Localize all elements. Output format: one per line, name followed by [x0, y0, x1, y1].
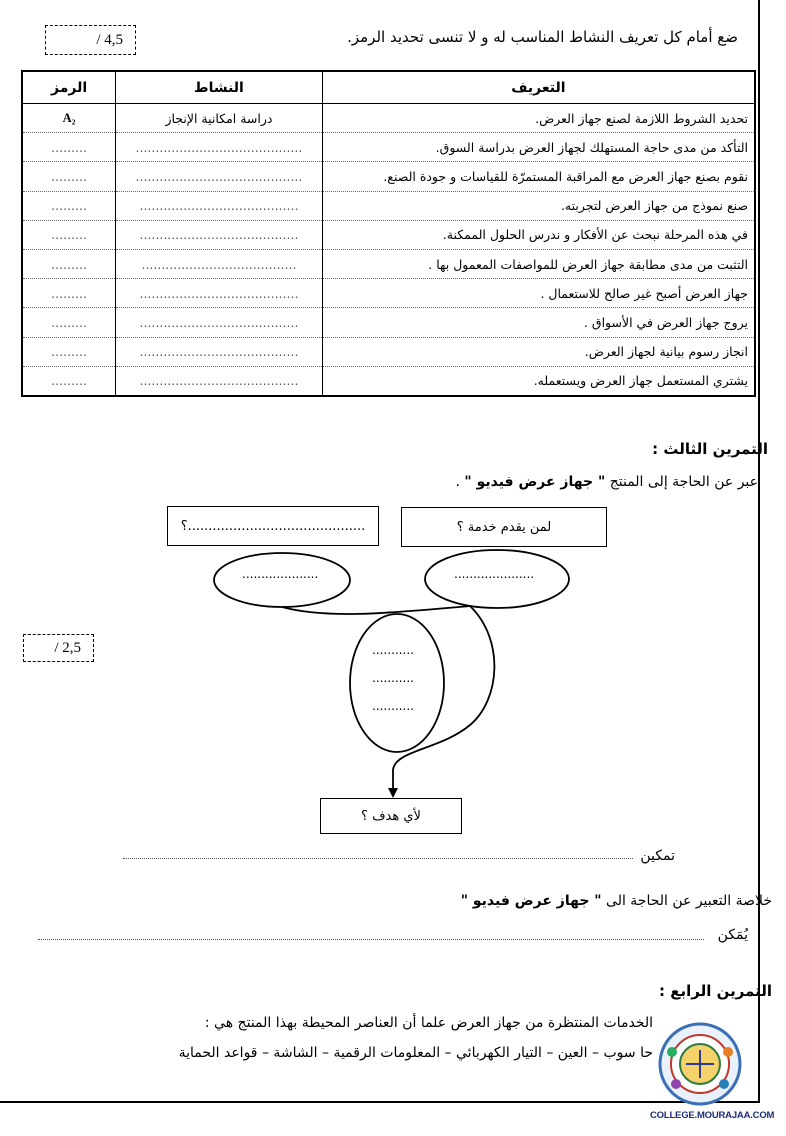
cell-definition: يشتري المستعمل جهاز العرض ويستعمله.	[321, 366, 756, 397]
page-frame-right	[758, 0, 760, 1103]
cell-definition: تحديد الشروط اللازمة لصنع جهاز العرض.	[321, 103, 756, 134]
exercise4-line2: حا سوب – العين – التيار الكهربائي – المع…	[178, 1045, 653, 1061]
header-definition: التعريف	[321, 70, 756, 104]
prompt-prefix: عبر عن الحاجة إلى المنتج	[609, 474, 758, 490]
table-row: التأكد من مدى حاجة المستهلك لجهاز العرض …	[21, 132, 756, 163]
ellipse-right-text: .....................	[454, 567, 535, 581]
cell-activity[interactable]: ........................................	[115, 307, 323, 338]
cell-definition: يروج جهاز العرض في الأسواق .	[321, 307, 756, 338]
exercise3-title: التمرين الثالث :	[652, 440, 768, 458]
score-box-mid: / 2,5	[23, 634, 94, 662]
answer-label: تمكين	[640, 848, 675, 864]
cell-activity[interactable]: ........................................…	[115, 161, 323, 192]
logo-globe-icon	[658, 1022, 742, 1106]
box-purpose: لأي هدف ؟	[320, 798, 462, 834]
logo-caption: COLLEGE.MOURAJAA.COM	[650, 1110, 775, 1121]
ellipse-left-text: ....................	[242, 567, 319, 581]
box-left-text: ........................................…	[180, 518, 366, 534]
score-text: / 4,5	[96, 31, 123, 48]
prompt-product: " جهاز عرض فيديو "	[464, 474, 606, 490]
cell-symbol[interactable]: .........	[21, 132, 117, 163]
cell-activity[interactable]: .......................................	[115, 249, 323, 280]
instruction: ضع أمام كل تعريف النشاط المناسب له و لا …	[347, 28, 738, 46]
exercise4-line1: الخدمات المنتظرة من جهاز العرض علما أن ا…	[204, 1015, 653, 1031]
cell-activity[interactable]: ........................................	[115, 337, 323, 367]
cell-symbol[interactable]: .........	[21, 337, 117, 367]
center-line-1: ...........	[372, 643, 414, 657]
cell-symbol: A₂	[21, 103, 117, 134]
cell-definition: نقوم بصنع جهاز العرض مع المراقبة المستمر…	[321, 161, 756, 192]
header-symbol: الرمز	[21, 70, 117, 104]
summary-text: خلاصة التعبير عن الحاجة الى " جهاز عرض ف…	[461, 893, 772, 909]
center-line-2: ...........	[372, 671, 414, 685]
summary-line[interactable]	[38, 939, 704, 940]
summary-prefix: خلاصة التعبير عن الحاجة الى	[606, 893, 772, 909]
cell-activity[interactable]: ........................................	[115, 278, 323, 309]
cell-definition: انجاز رسوم بيانية لجهاز العرض.	[321, 337, 756, 367]
ellipse-center	[349, 613, 445, 753]
cell-definition: صنع نموذج من جهاز العرض لتجربته.	[321, 191, 756, 221]
score-box-top: / 4,5	[45, 25, 136, 55]
connector-arrow-line	[392, 605, 496, 790]
cell-definition: التأكد من مدى حاجة المستهلك لجهاز العرض …	[321, 132, 756, 163]
answer-line[interactable]	[123, 858, 633, 859]
cell-symbol[interactable]: .........	[21, 249, 117, 280]
page-frame-bottom	[0, 1101, 760, 1103]
prompt-suffix: .	[455, 474, 460, 490]
table-row: يشتري المستعمل جهاز العرض ويستعمله......…	[21, 366, 756, 397]
connector-curve	[281, 605, 471, 615]
score-mid-text: / 2,5	[54, 639, 81, 656]
cell-symbol[interactable]: .........	[21, 191, 117, 221]
cell-activity[interactable]: ........................................	[115, 191, 323, 221]
summary-product: " جهاز عرض فيديو "	[460, 893, 602, 909]
cell-symbol[interactable]: .........	[21, 366, 117, 397]
table-row: يروج جهاز العرض في الأسواق .............…	[21, 307, 756, 338]
cell-definition: التثبت من مدى مطابقة جهاز العرض للمواصفا…	[321, 249, 756, 280]
cell-definition: جهاز العرض أصبح غير صالح للاستعمال .	[321, 278, 756, 309]
center-line-3: ...........	[372, 699, 414, 713]
cell-symbol[interactable]: .........	[21, 220, 117, 250]
box-right-text: لمن يقدم خدمة ؟	[456, 519, 552, 535]
table-row: صنع نموذج من جهاز العرض لتجربته.........…	[21, 191, 756, 221]
cell-activity: دراسة امكانية الإنجاز	[115, 103, 323, 134]
table-row: انجاز رسوم بيانية لجهاز العرض...........…	[21, 337, 756, 367]
summary-label: يُمَكن	[717, 927, 748, 943]
table-row: نقوم بصنع جهاز العرض مع المراقبة المستمر…	[21, 161, 756, 192]
box-service-target: ........................................…	[167, 506, 379, 546]
table-header-row: التعريف النشاط الرمز	[21, 70, 756, 104]
college-logo: COLLEGE.MOURAJAA.COM	[650, 1022, 775, 1121]
table-row: جهاز العرض أصبح غير صالح للاستعمال .....…	[21, 278, 756, 309]
cell-symbol[interactable]: .........	[21, 161, 117, 192]
arrow-head	[388, 788, 398, 798]
table-row: التثبت من مدى مطابقة جهاز العرض للمواصفا…	[21, 249, 756, 280]
table-row: في هذه المرحلة نبحث عن الأفكار و ندرس ال…	[21, 220, 756, 250]
activities-table: التعريف النشاط الرمز تحديد الشروط اللازم…	[21, 70, 756, 397]
cell-symbol[interactable]: .........	[21, 278, 117, 309]
exercise3-prompt: عبر عن الحاجة إلى المنتج " جهاز عرض فيدي…	[456, 474, 759, 490]
cell-activity[interactable]: ........................................	[115, 220, 323, 250]
ellipse-right	[424, 549, 570, 609]
cell-activity[interactable]: ........................................…	[115, 132, 323, 163]
exercise4-title: التمرين الرابع :	[659, 982, 772, 1000]
header-activity: النشاط	[115, 70, 323, 104]
cell-activity[interactable]: ........................................	[115, 366, 323, 397]
table-row: تحديد الشروط اللازمة لصنع جهاز العرض.درا…	[21, 103, 756, 134]
cell-definition: في هذه المرحلة نبحث عن الأفكار و ندرس ال…	[321, 220, 756, 250]
box-for-whom: لمن يقدم خدمة ؟	[401, 507, 607, 547]
cell-symbol[interactable]: .........	[21, 307, 117, 338]
box-purpose-text: لأي هدف ؟	[361, 808, 421, 824]
